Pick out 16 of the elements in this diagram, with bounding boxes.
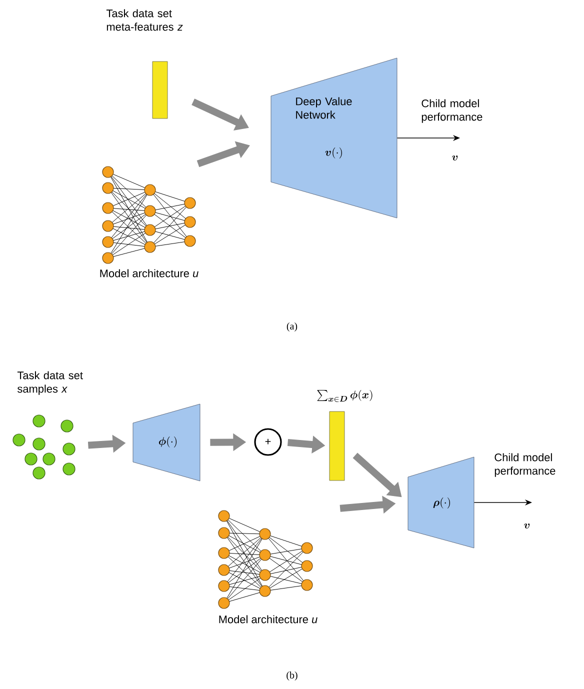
formula: $\boldsymbol{v}(\cdot)$ xyxy=(325,148,342,158)
node-label: Task data set meta-features z xyxy=(106,9,183,31)
formula: $\boldsymbol{v}$ xyxy=(524,524,530,529)
node-label: Deep Value Network xyxy=(296,97,352,119)
formula: $\boldsymbol{v}$ xyxy=(452,156,458,161)
formula: $\sum_{\boldsymbol{x}\in \boldsymbol{D}}\boldsymbol{\phi}(\boldsymbol{x})$ xyxy=(317,390,372,402)
subfigure-label: (a) xyxy=(286,322,298,332)
formula: $\boldsymbol{\rho}(\cdot)$ xyxy=(433,498,450,508)
node-label: Child model performance xyxy=(422,99,482,123)
node-label: Model architecture u xyxy=(219,615,318,624)
node-label: Model architecture u xyxy=(100,269,198,278)
node-label: Task data set samples x xyxy=(17,371,83,395)
node-label: Child model performance xyxy=(494,453,556,477)
subfigure-label: (b) xyxy=(286,671,298,681)
formula: $\boldsymbol{\phi}(\cdot)$ xyxy=(158,436,177,448)
plus-sign: + xyxy=(265,438,271,444)
